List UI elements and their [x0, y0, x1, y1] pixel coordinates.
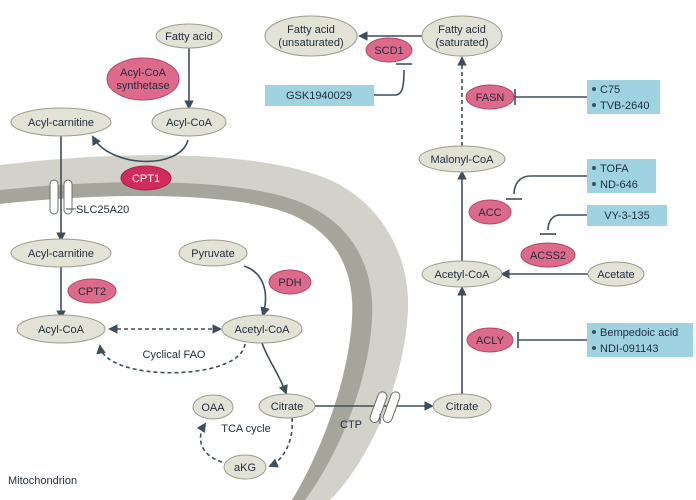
- enzyme-cpt1: CPT1: [120, 165, 172, 191]
- inhibitor-ndi091143-label: NDI-091143: [600, 343, 659, 355]
- bullet-icon: [592, 103, 596, 107]
- metabolite-acetate-label: Acetate: [597, 269, 634, 281]
- metabolite-acyl-carnitine-cytosol: Acyl-carnitine: [10, 107, 112, 137]
- enzyme-fasn-label: FASN: [476, 92, 505, 104]
- inhibitor-tvb2640-label: TVB-2640: [600, 100, 650, 112]
- enzyme-pdh-label: PDH: [278, 277, 301, 289]
- cyclical-fao-label: Cyclical FAO: [143, 349, 206, 361]
- metabolite-malonyl-coa-label: Malonyl-CoA: [431, 154, 495, 166]
- inhibit-gsk-scd1: [374, 69, 405, 96]
- metabolite-akg: aKG: [223, 454, 267, 480]
- metabolite-acetyl-coa-mito-label: Acetyl-CoA: [234, 324, 290, 336]
- metabolite-fatty-acid-label: Fatty acid: [165, 31, 213, 43]
- metabolite-pyruvate: Pyruvate: [178, 239, 248, 267]
- metabolite-acyl-carnitine-mito-label: Acyl-carnitine: [28, 248, 94, 260]
- enzyme-pdh: PDH: [268, 269, 312, 295]
- slc25a20-label: SLC25A20: [76, 204, 129, 216]
- metabolite-citrate-cytosol-label: Citrate: [446, 401, 478, 413]
- enzyme-scd1: SCD1: [365, 37, 413, 63]
- bullet-icon: [592, 182, 596, 186]
- metabolite-oaa-label: OAA: [201, 402, 225, 414]
- arrow-cyclical-fao: [96, 343, 246, 374]
- enzyme-cpt2-label: CPT2: [78, 286, 106, 298]
- metabolite-pyruvate-label: Pyruvate: [191, 248, 234, 260]
- metabolite-acyl-carnitine-mito: Acyl-carnitine: [10, 238, 112, 268]
- inhibitor-c75-label: C75: [600, 84, 620, 96]
- metabolite-acyl-coa-cytosol: Acyl-CoA: [151, 107, 227, 137]
- arrow-citrate-to-akg: [268, 417, 294, 468]
- metabolite-akg-label: aKG: [234, 462, 256, 474]
- enzyme-acly: ACLY: [466, 327, 514, 353]
- enzyme-acyl-coa-synthetase: Acyl-CoA synthetase: [106, 57, 180, 101]
- mitochondrion-matrix: [0, 195, 353, 500]
- enzyme-acc: ACC: [468, 199, 512, 225]
- metabolite-fatty-acid-unsaturated-line1: Fatty acid: [287, 24, 335, 36]
- mitochondrion-label: Mitochondrion: [8, 475, 77, 487]
- metabolite-acetyl-coa-cytosol: Acetyl-CoA: [421, 260, 503, 288]
- inhibit-acss2-line: [547, 214, 587, 231]
- enzyme-cpt2: CPT2: [67, 278, 117, 304]
- metabolite-fatty-acid-saturated-line1: Fatty acid: [438, 24, 486, 36]
- inhibit-acc-line: [513, 175, 587, 195]
- ctp-transporter: [369, 391, 401, 423]
- inhibitor-box-acc: TOFA ND-646: [587, 159, 656, 193]
- inhibitor-vy3135-label: VY-3-135: [604, 210, 649, 222]
- metabolite-acyl-coa-cytosol-label: Acyl-CoA: [166, 117, 213, 129]
- enzyme-acss2: ACSS2: [520, 242, 576, 268]
- arrow-acetyl-coa-to-citrate: [261, 342, 288, 395]
- enzyme-acyl-coa-synthetase-line1: Acyl-CoA: [120, 67, 167, 79]
- metabolite-acetate: Acetate: [587, 261, 645, 287]
- metabolite-acetyl-coa-mito: Acetyl-CoA: [221, 314, 303, 344]
- enzyme-acc-label: ACC: [478, 207, 501, 219]
- metabolite-citrate-mito-label: Citrate: [271, 401, 303, 413]
- bullet-icon: [592, 330, 596, 334]
- ctp-label: CTP: [340, 419, 362, 431]
- inhibitor-box-fasn: C75 TVB-2640: [587, 80, 660, 114]
- bullet-icon: [592, 87, 596, 91]
- bullet-icon: [592, 166, 596, 170]
- bullet-icon: [592, 346, 596, 350]
- enzyme-fasn: FASN: [465, 84, 515, 110]
- tca-cycle-label: TCA cycle: [221, 423, 271, 435]
- enzyme-acly-label: ACLY: [476, 335, 505, 347]
- enzyme-cpt1-label: CPT1: [132, 173, 160, 185]
- metabolite-fatty-acid-unsaturated: Fatty acid (unsaturated): [264, 15, 358, 57]
- arrow-acyl-coa-to-acyl-carnitine: [92, 135, 189, 163]
- metabolite-citrate-cytosol: Citrate: [432, 393, 492, 419]
- inhibitor-gsk1940029-label: GSK1940029: [286, 90, 352, 102]
- enzyme-acyl-coa-synthetase-line2: synthetase: [116, 80, 169, 92]
- inhibitor-box-acss2: VY-3-135: [587, 205, 667, 226]
- metabolite-oaa: OAA: [192, 394, 234, 420]
- metabolite-citrate-mito: Citrate: [258, 393, 316, 419]
- metabolite-acyl-coa-mito-label: Acyl-CoA: [38, 324, 85, 336]
- inhibitor-nd646-label: ND-646: [600, 179, 638, 191]
- inhibitor-box-gsk1940029: GSK1940029: [265, 85, 374, 106]
- metabolite-fatty-acid-saturated: Fatty acid (saturated): [421, 15, 503, 57]
- metabolite-fatty-acid-saturated-line2: (saturated): [435, 37, 488, 49]
- enzyme-acss2-label: ACSS2: [530, 250, 566, 262]
- metabolite-acetyl-coa-cytosol-label: Acetyl-CoA: [434, 269, 490, 281]
- enzyme-scd1-label: SCD1: [374, 45, 403, 57]
- metabolite-acyl-carnitine-cytosol-label: Acyl-carnitine: [28, 117, 94, 129]
- metabolite-acyl-coa-mito: Acyl-CoA: [16, 314, 106, 344]
- inhibitor-tofa-label: TOFA: [600, 163, 629, 175]
- metabolite-malonyl-coa: Malonyl-CoA: [418, 145, 506, 173]
- inhibitor-bempedoic-acid-label: Bempedoic acid: [600, 327, 678, 339]
- arrow-pyruvate-to-acetyl-coa: [243, 265, 270, 317]
- metabolite-fatty-acid-unsaturated-line2: (unsaturated): [278, 37, 343, 49]
- metabolite-fatty-acid: Fatty acid: [155, 23, 223, 49]
- slc25a20-transporter: [49, 179, 73, 215]
- inhibitor-box-acly: Bempedoic acid NDI-091143: [587, 323, 693, 357]
- arrow-akg-to-oaa: [196, 422, 223, 463]
